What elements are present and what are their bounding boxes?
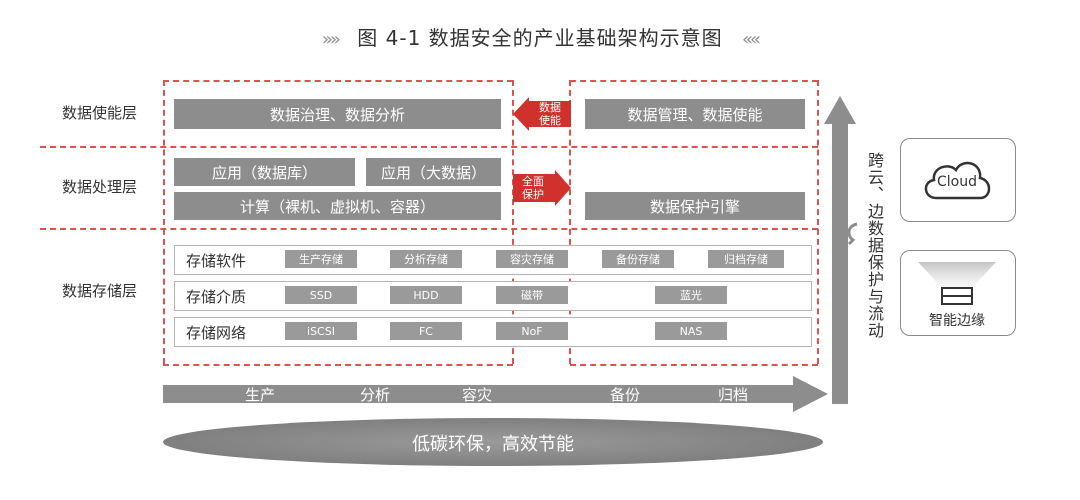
cloud-label: Cloud: [937, 174, 977, 190]
box-protect-engine: 数据保护引擎: [585, 192, 805, 220]
flow-label-backup: 备份: [610, 386, 641, 404]
chip-backup-storage: 备份存储: [602, 250, 674, 268]
layer-label-process: 数据处理层: [62, 178, 138, 196]
flow-label-archive: 归档: [718, 386, 749, 404]
edge-server-icon: [918, 262, 996, 305]
chip-production-storage: 生产存储: [285, 250, 357, 268]
red-arrow-right: [513, 170, 571, 206]
arrow-label-enable: 数据 使能: [539, 101, 561, 127]
edge-label: 智能边缘: [929, 313, 985, 329]
vertical-text-cross-cloud: 跨云、边数据保护与流动: [865, 152, 884, 339]
storage-label-media: 存储介质: [186, 288, 247, 306]
chip-dr-storage: 容灾存储: [496, 250, 568, 268]
title-text: 图 4-1 数据安全的产业基础架构示意图: [357, 26, 723, 50]
chip-ssd: SSD: [285, 286, 357, 304]
swirl-icon: [847, 222, 858, 246]
layer-label-storage: 数据存储层: [62, 282, 138, 300]
up-arrow: [824, 96, 856, 404]
arrow-label-protect: 全面 保护: [522, 175, 544, 201]
box-data-governance: 数据治理、数据分析: [174, 99, 501, 129]
layer-label-enable: 数据使能层: [62, 104, 138, 122]
dashed-sep-2: [40, 228, 818, 230]
chip-bluray: 蓝光: [655, 286, 727, 304]
box-app-database: 应用（数据库）: [174, 158, 355, 186]
dashed-bottom-left: [163, 364, 513, 366]
chip-nof: NoF: [496, 322, 568, 340]
chip-hdd: HDD: [390, 286, 462, 304]
box-app-bigdata: 应用（大数据）: [366, 158, 501, 186]
dashed-v-mid-right: [569, 80, 571, 364]
flow-label-dr: 容灾: [462, 386, 493, 404]
dashed-v-mid-left: [512, 80, 514, 364]
storage-label-network: 存储网络: [186, 324, 247, 342]
chip-fc: FC: [390, 322, 462, 340]
chip-iscsi: iSCSI: [285, 322, 357, 340]
dashed-v-left: [163, 80, 165, 364]
storage-row-software: [174, 245, 812, 275]
title-right-chevrons: ««: [742, 29, 761, 50]
chip-nas: NAS: [655, 322, 727, 340]
chip-analysis-storage: 分析存储: [390, 250, 462, 268]
bottom-ellipse: [163, 418, 823, 466]
figure-title: »» 图 4-1 数据安全的产业基础架构示意图 ««: [0, 22, 1080, 51]
dashed-sep-1: [40, 146, 818, 148]
dashed-top-left: [163, 80, 513, 82]
box-compute: 计算（裸机、虚拟机、容器）: [174, 192, 501, 220]
chip-archive-storage: 归档存储: [708, 250, 784, 268]
flow-label-analysis: 分析: [360, 386, 391, 404]
flow-arrow: [163, 376, 828, 412]
bottom-ellipse-text: 低碳环保，高效节能: [412, 434, 574, 455]
box-data-management: 数据管理、数据使能: [585, 99, 805, 129]
cloud-icon: [924, 161, 991, 200]
title-left-chevrons: »»: [321, 29, 341, 50]
dashed-bottom-right: [570, 364, 818, 366]
storage-label-software: 存储软件: [186, 252, 247, 270]
chip-tape: 磁带: [496, 286, 568, 304]
dashed-v-right: [817, 80, 819, 364]
dashed-top-right: [570, 80, 818, 82]
flow-label-production: 生产: [245, 386, 276, 404]
cloud-panel: [900, 138, 1016, 222]
red-arrow-left: [513, 97, 571, 131]
